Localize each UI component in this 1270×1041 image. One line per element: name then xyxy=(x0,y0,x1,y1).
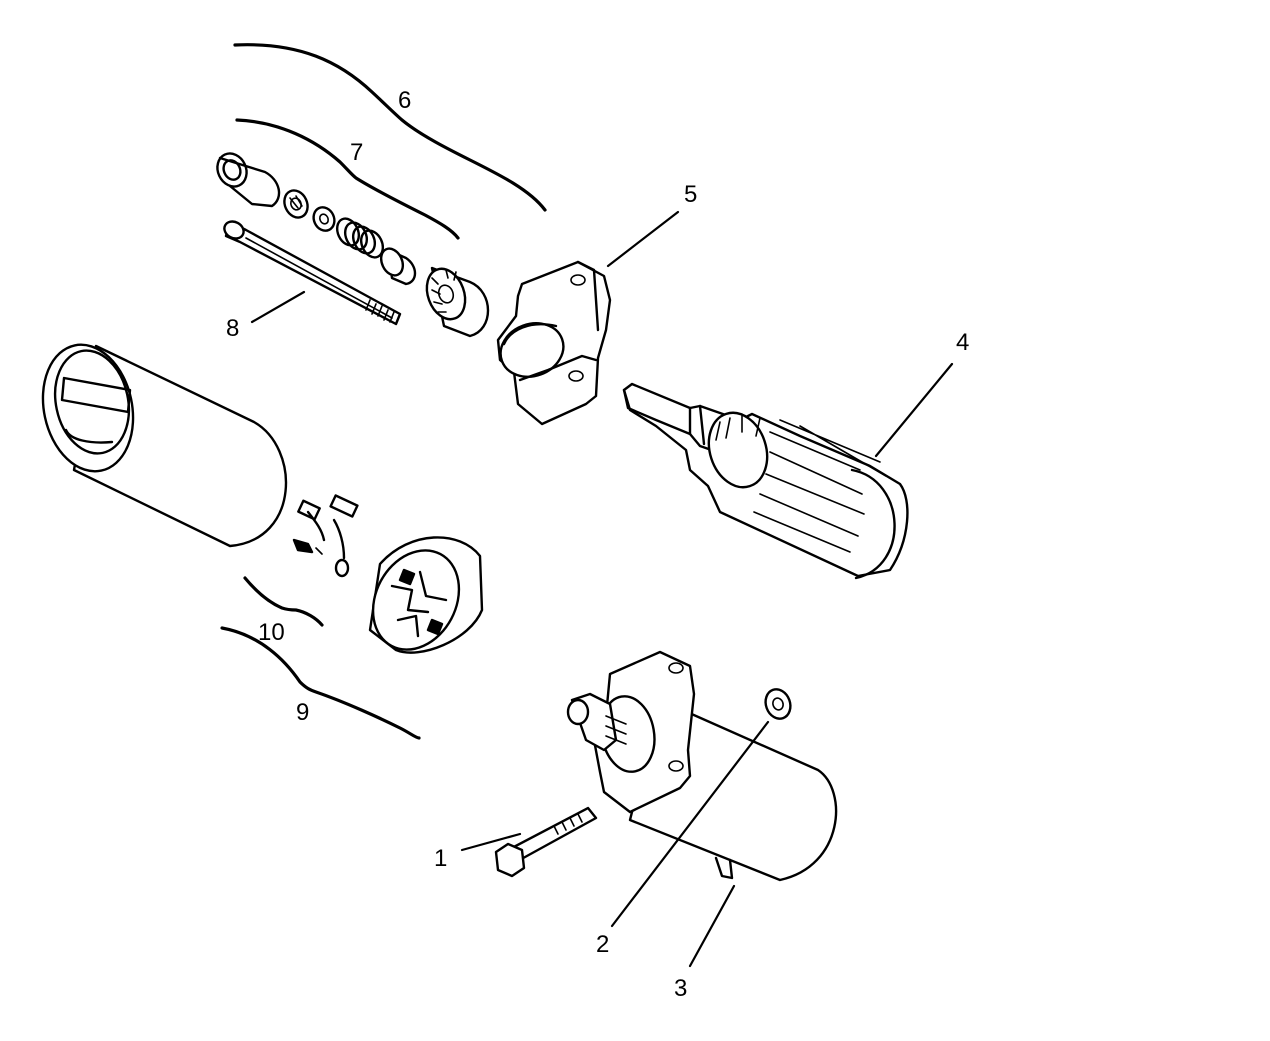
leader-2 xyxy=(610,720,770,928)
drive-end-cap xyxy=(496,260,612,426)
callout-1: 1 xyxy=(434,845,447,872)
callout-9: 9 xyxy=(296,699,309,726)
bracket-7 xyxy=(235,118,460,240)
spring-cap xyxy=(283,189,309,219)
spacer-collar xyxy=(379,247,417,286)
drive-sleeve xyxy=(216,152,281,208)
brush-set xyxy=(292,494,359,578)
callout-4: 4 xyxy=(956,329,969,356)
armature xyxy=(622,382,909,580)
pinion-gear xyxy=(425,266,490,338)
leader-8 xyxy=(250,290,306,324)
callout-10: 10 xyxy=(258,619,285,646)
callout-labels: 1 2 3 4 5 6 7 8 9 10 xyxy=(226,87,969,1002)
callout-3: 3 xyxy=(674,975,687,1002)
leader-lines xyxy=(250,210,954,968)
assembled-starter xyxy=(566,650,838,882)
anti-drift-spring xyxy=(335,217,385,259)
washer-small xyxy=(312,206,336,232)
bracket-6 xyxy=(233,43,547,212)
through-bolt xyxy=(223,220,402,326)
callout-8: 8 xyxy=(226,315,239,342)
motor-housing xyxy=(41,343,288,548)
callout-5: 5 xyxy=(684,181,697,208)
bracket-9 xyxy=(220,626,421,740)
callout-6: 6 xyxy=(398,87,411,114)
callout-2: 2 xyxy=(596,931,609,958)
bracket-10 xyxy=(243,576,324,627)
mounting-bolt xyxy=(494,806,598,878)
leader-4 xyxy=(874,362,954,458)
washer xyxy=(764,688,792,720)
leader-3 xyxy=(688,884,736,968)
commutator-end-cap xyxy=(368,536,484,654)
leader-5 xyxy=(606,210,680,268)
leader-1 xyxy=(460,832,522,852)
callout-7: 7 xyxy=(350,139,363,166)
